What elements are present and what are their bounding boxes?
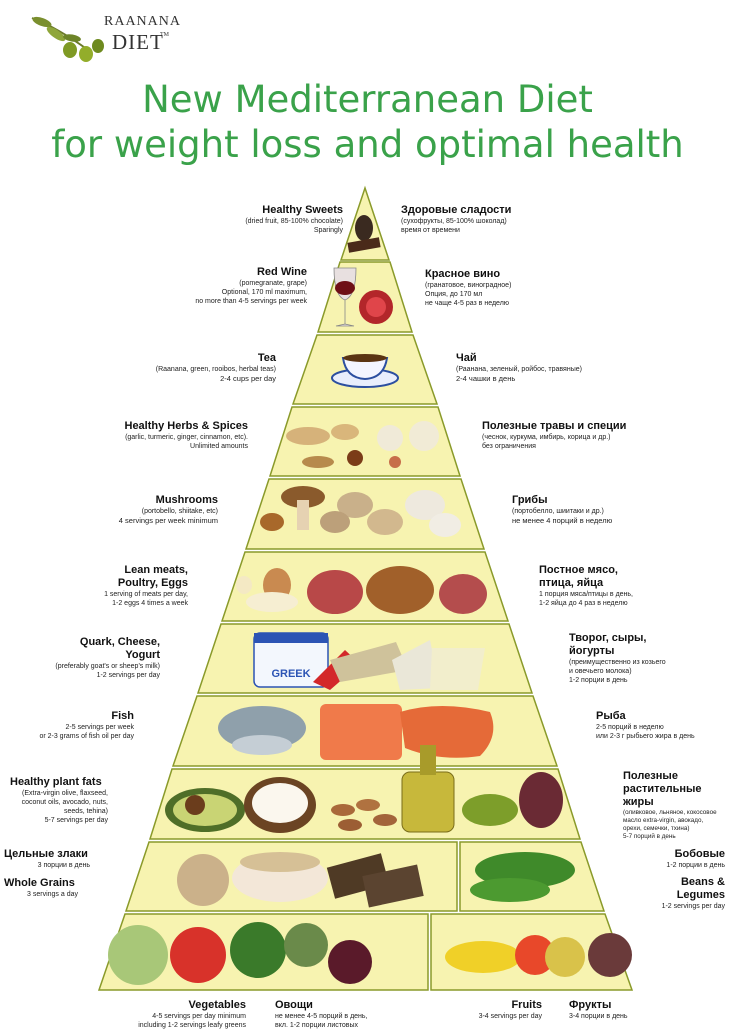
- pear-icon: [545, 937, 585, 977]
- label-mushrooms-ru: Грибы (портобелло, шиитаки и др.) не мен…: [512, 494, 613, 525]
- olive-branch-icon: [31, 16, 104, 62]
- grain-sack-icon: [177, 854, 229, 906]
- fig-icon: [588, 933, 632, 977]
- label-fruits-ru: Фрукты 3-4 порции в день: [569, 999, 628, 1020]
- yogurt-brand-label: GREEK: [271, 668, 310, 680]
- label-tea-ru: Чай (Раанана, зеленый, ройбос, травяные)…: [456, 352, 582, 383]
- label-fish-ru: Рыба 2-5 порций в неделю или 2-3 г рыбье…: [596, 710, 695, 740]
- salmon-icon: [320, 704, 402, 760]
- logo-line1: RAANANA: [104, 14, 181, 29]
- beet-icon: [328, 940, 372, 984]
- logo-tm: TM: [160, 32, 169, 38]
- sweets-icon: [355, 215, 373, 241]
- mushroom-icon: [281, 486, 325, 508]
- tomato-icon: [170, 927, 226, 983]
- poultry-icon: [366, 566, 434, 614]
- label-grains-en: Whole Grains 3 servings a day: [4, 877, 78, 898]
- label-grains-ru: Цельные злаки 3 порции в день: [4, 848, 90, 869]
- cabbage-icon: [108, 925, 168, 985]
- label-sweets-en: Healthy Sweets (dried fruit, 85-100% cho…: [245, 204, 343, 234]
- label-dairy-ru: Творог, сыры, йогурты (преимущественно и…: [569, 632, 666, 684]
- label-sweets-ru: Здоровые сладости (сухофрукты, 85-100% ш…: [401, 204, 512, 234]
- almonds-icon: [331, 804, 355, 816]
- meat-icon: [307, 570, 363, 614]
- label-fish-en: Fish 2-5 servings per week or 2-3 grams …: [39, 710, 134, 740]
- label-meats-ru: Постное мясо, птица, яйца 1 порция мяса/…: [539, 564, 634, 607]
- page-title-line2: for weight loss and optimal health: [51, 123, 684, 166]
- ginger-icon: [286, 427, 330, 445]
- label-fruits-en: Fruits 3-4 servings per day: [478, 999, 542, 1020]
- label-legumes-en: Beans & Legumes 1-2 servings per day: [661, 876, 725, 910]
- banana-icon: [445, 941, 521, 973]
- label-wine-en: Red Wine (pomegranate, grape) Optional, …: [195, 266, 307, 305]
- page-title-line1: New Mediterranean Diet: [142, 78, 593, 121]
- label-mushrooms-en: Mushrooms (portobello, shiitake, etc) 4 …: [118, 494, 218, 525]
- label-fats-en: Healthy plant fats (Extra-virgin olive, …: [10, 776, 108, 824]
- artichoke-icon: [284, 923, 328, 967]
- apple-icon: [515, 935, 555, 975]
- olive-oil-bottle-icon: [401, 771, 455, 833]
- cinnamon-icon: [347, 450, 363, 466]
- label-vegetables-ru: Овощи не менее 4-5 порций в день, вкл. 1…: [275, 999, 368, 1029]
- chocolate-icon: [347, 237, 381, 253]
- label-legumes-ru: Бобовые 1-2 порции в день: [666, 848, 725, 869]
- logo: RAANANA DIET TM: [28, 8, 198, 66]
- logo-line2: DIET: [112, 30, 164, 54]
- broccoli-icon: [230, 922, 286, 978]
- label-fats-ru: Полезные растительные жиры (оливковое, л…: [623, 770, 717, 840]
- label-tea-en: Tea (Raanana, green, rooibos, herbal tea…: [155, 352, 276, 383]
- label-herbs-en: Healthy Herbs & Spices (garlic, turmeric…: [124, 420, 249, 450]
- garlic-icon: [377, 425, 403, 451]
- label-wine-ru: Красное вино (гранатовое, виноградное) О…: [425, 268, 512, 307]
- label-dairy-en: Quark, Cheese, Yogurt (preferably goat's…: [55, 636, 160, 679]
- label-vegetables-en: Vegetables 4-5 servings per day minimum …: [138, 999, 246, 1029]
- label-herbs-ru: Полезные травы и специи (чеснок, куркума…: [482, 420, 627, 450]
- label-meats-en: Lean meats, Poultry, Eggs 1 serving of m…: [104, 564, 188, 607]
- olives-icon: [462, 794, 518, 826]
